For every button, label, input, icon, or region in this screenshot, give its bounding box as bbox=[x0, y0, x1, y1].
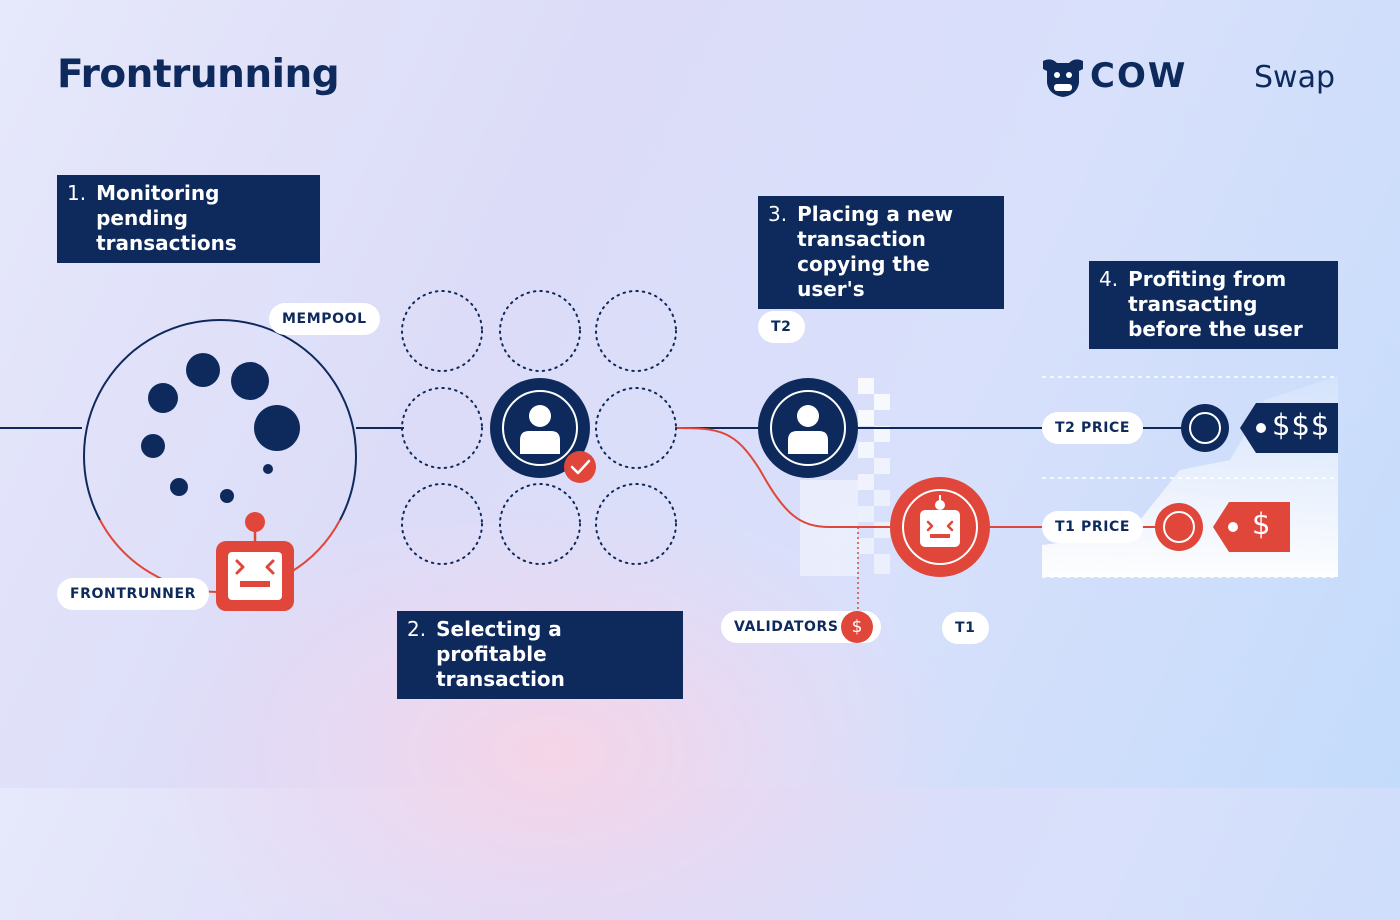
step-text: Monitoring pending transactions bbox=[96, 181, 237, 255]
step-number: 3. bbox=[768, 202, 788, 226]
step-2-box: 2. Selecting a profitable transaction bbox=[397, 611, 683, 699]
mempool-circle bbox=[83, 319, 357, 521]
mempool-transactions bbox=[141, 353, 300, 503]
t1-price-node bbox=[1155, 503, 1203, 551]
robot-icon bbox=[920, 495, 960, 547]
t2-transaction-node bbox=[758, 378, 858, 478]
step-number: 1. bbox=[67, 181, 87, 205]
cow-head-icon bbox=[1043, 59, 1083, 97]
t1-transaction-node bbox=[890, 477, 990, 577]
step-4-box: 4. Profiting from transacting before the… bbox=[1089, 261, 1338, 349]
t2-price-node bbox=[1181, 404, 1229, 452]
t1-label: T1 bbox=[942, 612, 989, 644]
t2-price-tag bbox=[1240, 403, 1338, 453]
frontrunner-label: FRONTRUNNER bbox=[57, 578, 210, 610]
frontrunning-diagram bbox=[0, 59, 1338, 612]
user-transaction-node bbox=[490, 378, 590, 478]
t1-price-tag bbox=[1213, 502, 1290, 552]
t2-price-label: T2 PRICE bbox=[1042, 412, 1144, 444]
price-tag-hole bbox=[1256, 423, 1266, 433]
t2-price-value: $$$ bbox=[1272, 408, 1331, 442]
transaction-grid bbox=[401, 290, 677, 565]
user-icon bbox=[788, 405, 828, 454]
frontrunner-robot-icon bbox=[216, 512, 294, 611]
t1-price-value: $ bbox=[1252, 507, 1272, 541]
step-1-box: 1. Monitoring pending transactions bbox=[57, 175, 320, 263]
t2-label: T2 bbox=[758, 311, 805, 343]
user-icon bbox=[520, 405, 560, 454]
logo-suffix: Swap bbox=[1254, 60, 1336, 95]
validators-badge-text: $ bbox=[851, 617, 863, 637]
dollar-icon: $ bbox=[841, 611, 873, 643]
mempool-label: MEMPOOL bbox=[269, 303, 380, 335]
price-tag-hole bbox=[1228, 522, 1238, 532]
cowswap-logo: COW Swap bbox=[1040, 52, 1350, 102]
checkered-block bbox=[800, 378, 890, 576]
t1-route-line bbox=[675, 427, 892, 528]
step-number: 4. bbox=[1099, 267, 1119, 291]
step-text: Placing a new transaction copying the us… bbox=[797, 202, 954, 301]
logo-wordmark: COW bbox=[1090, 56, 1188, 96]
validators-text: VALIDATORS bbox=[734, 619, 839, 635]
page-title: Frontrunning bbox=[57, 52, 340, 97]
step-text: Selecting a profitable transaction bbox=[436, 617, 565, 691]
step-3-box: 3. Placing a new transaction copying the… bbox=[758, 196, 1004, 309]
step-number: 2. bbox=[407, 617, 427, 641]
check-icon bbox=[564, 451, 596, 483]
t1-price-label: T1 PRICE bbox=[1042, 511, 1144, 543]
step-text: Profiting from transacting before the us… bbox=[1128, 267, 1303, 341]
